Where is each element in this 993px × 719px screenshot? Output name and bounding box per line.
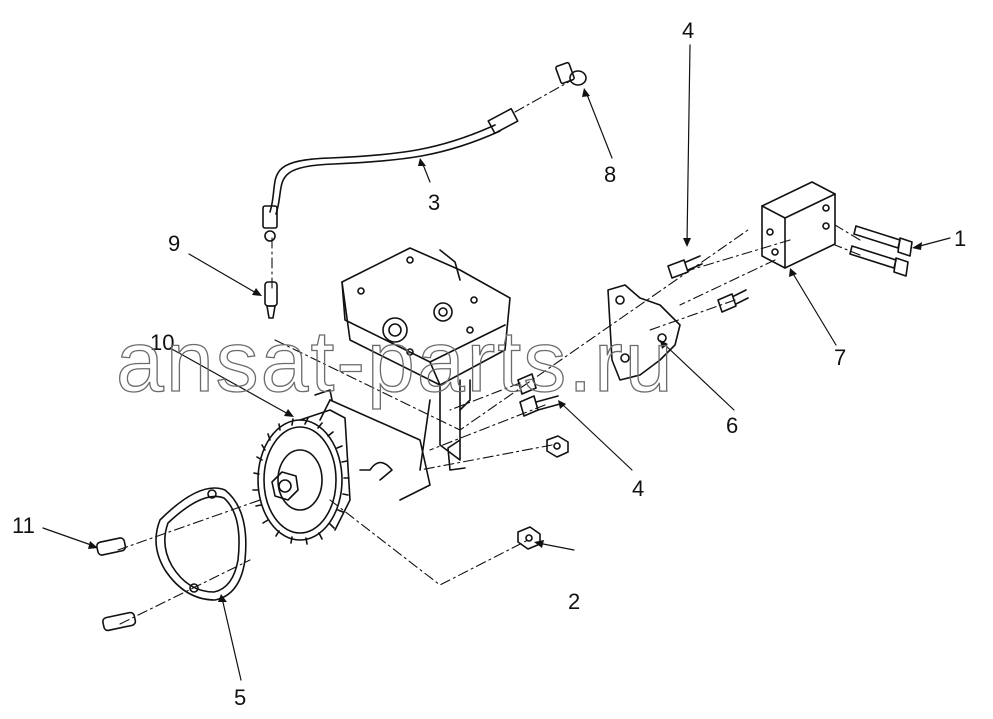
studs: [96, 537, 137, 632]
drive-gear: [252, 389, 351, 545]
callout-3: 3: [428, 190, 440, 215]
air-hose: [262, 107, 519, 242]
nuts: [517, 435, 569, 550]
leader-arrowheads: [88, 88, 922, 602]
manifold-block: [761, 181, 836, 269]
callout-2: 2: [568, 589, 580, 614]
straight-fitting: [264, 281, 278, 319]
elbow-fitting: [555, 61, 587, 86]
callout-7: 7: [834, 345, 846, 370]
callout-9: 9: [168, 231, 180, 256]
callout-10: 10: [150, 330, 174, 355]
bolts: [517, 255, 749, 417]
watermark-text: ansat-parts.ru: [116, 314, 675, 410]
mounting-bracket: [607, 284, 681, 381]
gasket: [155, 487, 247, 601]
leader-lines: [42, 44, 951, 681]
callout-4-top: 4: [682, 18, 694, 43]
air-compressor: [319, 247, 511, 501]
callout-6: 6: [726, 413, 738, 438]
cap-screws: [849, 225, 913, 277]
callout-labels: 1 2 3 4 4 5 6 7 8 9 10 11: [12, 18, 966, 710]
callout-4-bottom: 4: [632, 476, 644, 501]
callout-5: 5: [234, 685, 246, 710]
callout-11: 11: [12, 513, 35, 538]
callout-1: 1: [954, 226, 966, 251]
callout-8: 8: [604, 162, 616, 187]
